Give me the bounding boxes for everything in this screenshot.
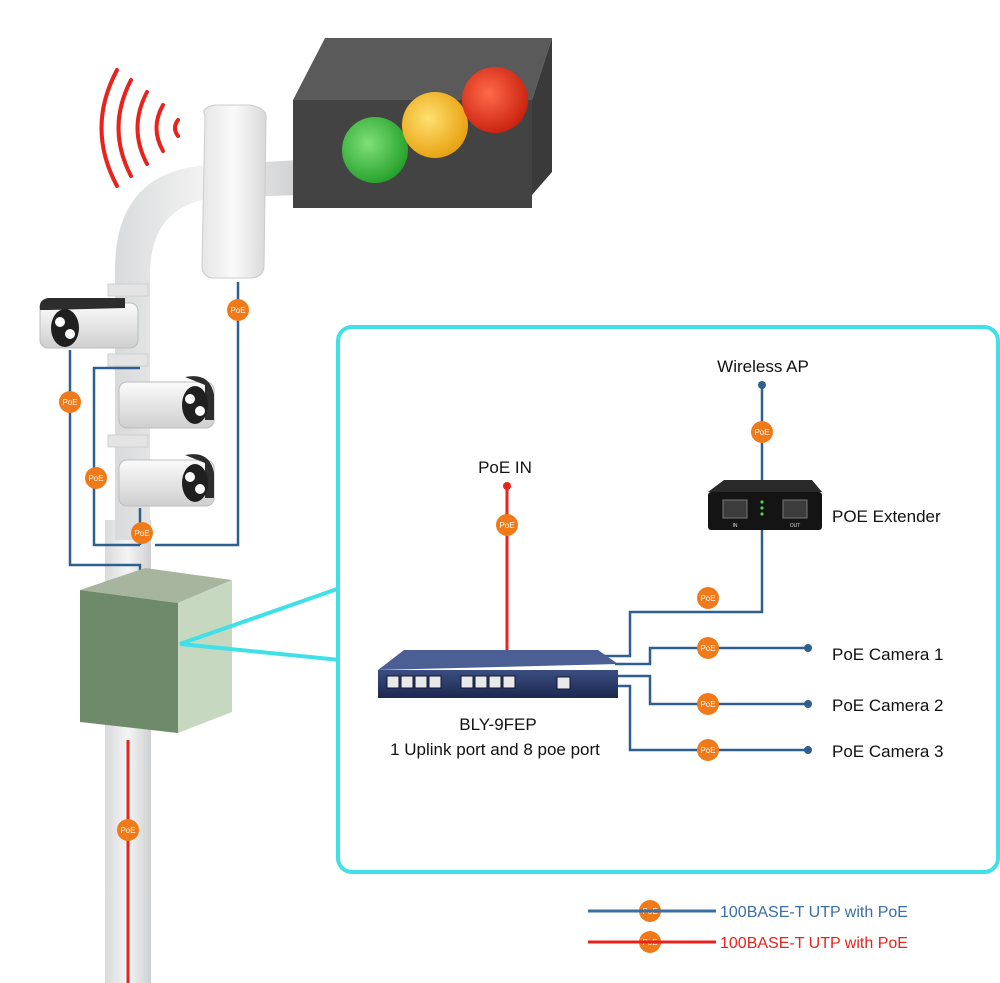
bullet-camera-icon xyxy=(118,454,215,507)
extender-icon: IN OUT xyxy=(708,480,822,530)
legend-red-label: 100BASE-T UTP with PoE xyxy=(720,935,908,952)
poe-badge-icon: PoE xyxy=(697,587,719,609)
callout-connector xyxy=(179,586,341,662)
poe-badge-label: PoE xyxy=(120,826,135,835)
camera-2-label: PoE Camera 2 xyxy=(832,696,944,715)
bullet-camera-icon xyxy=(39,298,139,349)
poe-badge-icon: PoE xyxy=(131,522,153,544)
wifi-signal-icon xyxy=(99,68,180,188)
poe-badge-label: PoE xyxy=(700,700,715,709)
switch-model-label: BLY-9FEP xyxy=(459,715,537,734)
camera-1-label: PoE Camera 1 xyxy=(832,645,944,664)
wireless-ap-label: Wireless AP xyxy=(717,357,809,376)
yellow-light xyxy=(402,92,468,158)
switch-description: 1 Uplink port and 8 poe port xyxy=(390,740,600,759)
poe-badge-icon: PoE xyxy=(117,819,139,841)
poe-badge-icon: PoE xyxy=(496,514,518,536)
poe-badges: PoEPoEPoEPoEPoEPoEPoEPoEPoEPoEPoEPoEPoE xyxy=(59,299,773,953)
green-light xyxy=(342,117,408,183)
traffic-light-icon xyxy=(293,38,552,208)
switch-icon xyxy=(378,650,618,698)
detail-frame xyxy=(336,325,1000,874)
poe-extender-label: POE Extender xyxy=(832,507,941,526)
poe-badge-label: PoE xyxy=(700,594,715,603)
enclosure-box-icon xyxy=(80,568,232,733)
poe-badge-label: PoE xyxy=(62,398,77,407)
poe-in-label: PoE IN xyxy=(478,458,532,477)
poe-badge-icon: PoE xyxy=(227,299,249,321)
poe-badge-icon: PoE xyxy=(85,467,107,489)
poe-badge-icon: PoE xyxy=(697,693,719,715)
poe-badge-label: PoE xyxy=(700,746,715,755)
camera-3-label: PoE Camera 3 xyxy=(832,742,944,761)
poe-badge-icon: PoE xyxy=(59,391,81,413)
access-point-icon xyxy=(201,104,267,279)
poe-badge-label: PoE xyxy=(134,529,149,538)
poe-badge-label: PoE xyxy=(754,428,769,437)
poe-badge-label: PoE xyxy=(499,521,514,530)
pole xyxy=(105,160,300,983)
bullet-camera-icon xyxy=(118,376,215,429)
poe-badge-icon: PoE xyxy=(751,421,773,443)
poe-badge-icon: PoE xyxy=(697,739,719,761)
extender-out-label: OUT xyxy=(790,523,801,529)
poe-badge-label: PoE xyxy=(88,474,103,483)
legend: 100BASE-T UTP with PoE 100BASE-T UTP wit… xyxy=(588,904,908,952)
poe-badge-icon: PoE xyxy=(697,637,719,659)
poe-badge-label: PoE xyxy=(700,644,715,653)
legend-blue-label: 100BASE-T UTP with PoE xyxy=(720,904,908,921)
red-light xyxy=(462,67,528,133)
poe-badge-label: PoE xyxy=(230,306,245,315)
extender-in-label: IN xyxy=(733,523,738,529)
